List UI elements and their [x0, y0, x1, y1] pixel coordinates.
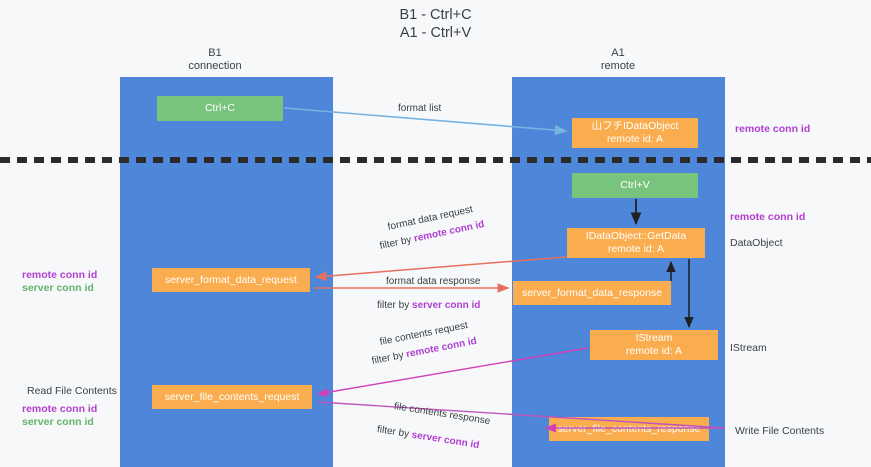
section-divider: [0, 157, 871, 163]
box-ctrl-c[interactable]: Ctrl+C: [157, 96, 283, 121]
box-server-file-contents-response[interactable]: server_file_contents_response: [549, 417, 709, 441]
annotation-left-server-conn-id-bottom: server conn id: [22, 416, 94, 428]
box-server-format-data-request[interactable]: server_format_data_request: [152, 268, 310, 292]
box-server-format-data-response[interactable]: server_format_data_response: [513, 281, 671, 305]
annotation-left-remote-conn-id-mid: remote conn id: [22, 269, 98, 281]
annotation-left-remote-conn-id-bottom: remote conn id: [22, 403, 98, 415]
filter-prefix: filter by: [376, 424, 413, 441]
annotation-left-server-conn-id-mid: server conn id: [22, 282, 94, 294]
filter-prefix: filter by: [370, 349, 408, 367]
edge-label-file-contents-response-filter: filter by server conn id: [376, 423, 480, 453]
box-format-list-dataobject[interactable]: 山フチIDataObject remote id: A: [572, 118, 698, 148]
filter-key-server-conn-id: server conn id: [410, 429, 481, 452]
box-ctrl-v[interactable]: Ctrl+V: [572, 173, 698, 198]
annotation-right-istream: IStream: [730, 342, 767, 354]
annotation-right-remote-conn-id-top: remote conn id: [735, 123, 811, 135]
edge-label-format-data-response-filter: filter by server conn id: [377, 299, 480, 313]
annotation-right-write-file-contents: Write File Contents: [735, 425, 825, 437]
filter-key-server-conn-id: server conn id: [412, 300, 481, 311]
filter-prefix: filter by: [377, 300, 413, 311]
box-istream[interactable]: IStream remote id: A: [590, 330, 718, 360]
edge-label-text: format data response: [386, 276, 481, 287]
box-server-file-contents-request[interactable]: server_file_contents_request: [152, 385, 312, 409]
page-title: B1 - Ctrl+C A1 - Ctrl+V: [399, 7, 472, 41]
column-header-b1: B1 connection: [188, 47, 242, 72]
column-header-a1: A1 remote: [600, 47, 636, 72]
edge-label-file-contents-response: file contents response: [393, 400, 491, 429]
edge-label-format-data-response: format data response: [386, 275, 481, 289]
filter-prefix: filter by: [378, 233, 416, 252]
edge-label-text: file contents response: [393, 401, 492, 428]
annotation-right-remote-conn-id-mid: remote conn id: [730, 211, 806, 223]
box-idataobject-getdata[interactable]: IDataObject::GetData remote id: A: [567, 228, 705, 258]
annotation-right-dataobject: DataObject: [730, 237, 783, 249]
annotation-left-read-file-contents: Read File Contents: [27, 385, 117, 397]
edge-label-format-list: format list: [398, 103, 442, 114]
